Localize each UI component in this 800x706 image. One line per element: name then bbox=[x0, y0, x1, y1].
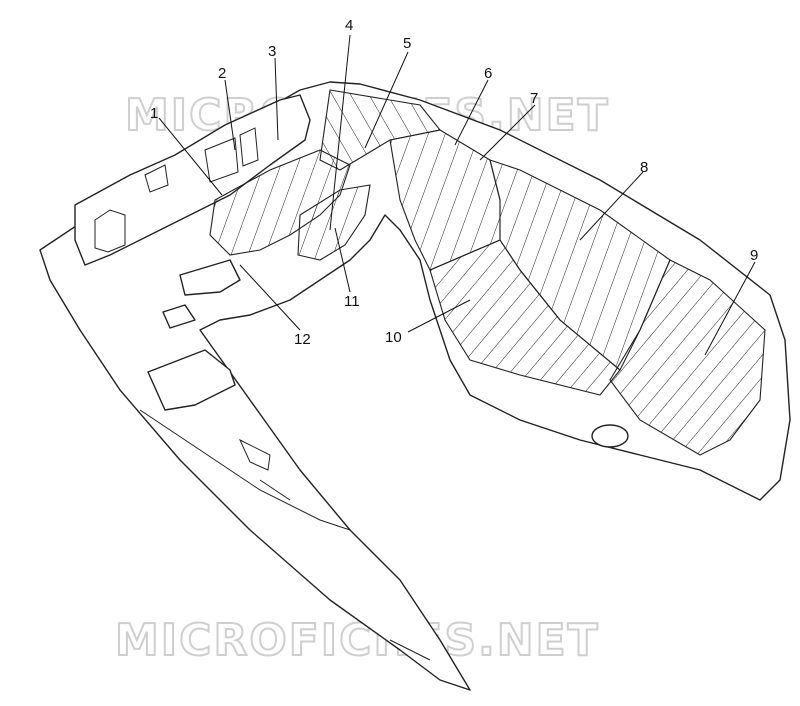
dash-panel-detail bbox=[94, 127, 259, 253]
side-bracket bbox=[147, 349, 236, 411]
callout-4: 4 bbox=[345, 17, 353, 34]
leader-lines bbox=[158, 34, 756, 356]
callout-8: 8 bbox=[640, 159, 648, 176]
callout-3: 3 bbox=[268, 43, 276, 60]
dash-panel bbox=[74, 94, 311, 266]
lower-contour bbox=[139, 409, 431, 661]
part-11-tunnel bbox=[297, 184, 371, 261]
lower-mount bbox=[179, 259, 241, 296]
callout-labels: 1 2 3 4 5 6 7 8 9 10 11 12 bbox=[150, 17, 758, 348]
callout-9: 9 bbox=[750, 247, 758, 264]
callout-10: 10 bbox=[385, 329, 402, 346]
callout-5: 5 bbox=[403, 35, 411, 52]
callout-11: 11 bbox=[344, 293, 360, 310]
callout-1: 1 bbox=[150, 105, 158, 122]
callout-12: 12 bbox=[294, 331, 311, 348]
part-9-panel bbox=[609, 259, 766, 456]
callout-6: 6 bbox=[484, 65, 492, 82]
watermark-bottom: MICROFICHES.NET bbox=[115, 615, 600, 666]
cupholder bbox=[591, 424, 629, 448]
callout-2: 2 bbox=[218, 65, 226, 82]
part-10-panel bbox=[429, 239, 621, 396]
vent-left bbox=[162, 304, 196, 329]
callout-7: 7 bbox=[530, 90, 538, 107]
